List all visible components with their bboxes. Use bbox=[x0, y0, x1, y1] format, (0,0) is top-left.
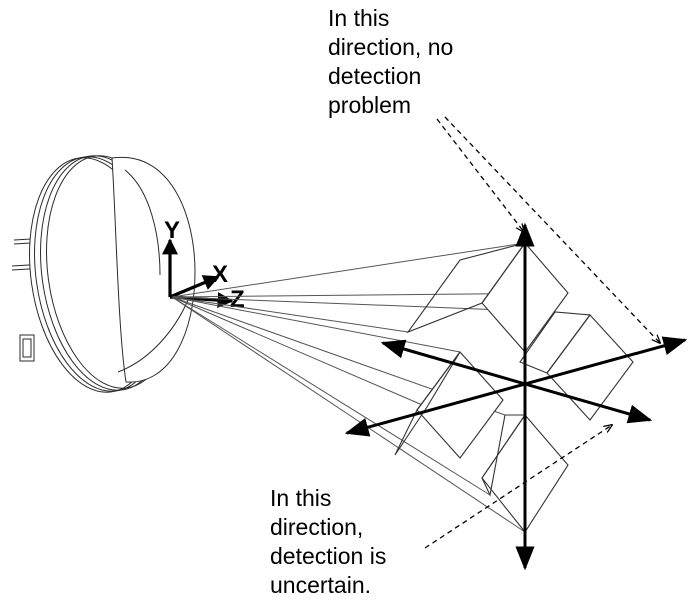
pointer-bottom-to-diagonal bbox=[424, 425, 612, 549]
pointer-top-to-axis bbox=[436, 118, 524, 232]
annotation-uncertain: In this direction, detection is uncertai… bbox=[270, 484, 386, 600]
x-axis-arrow bbox=[169, 275, 220, 299]
sensor-dome bbox=[11, 155, 196, 393]
annotation-top-line-2: direction, no bbox=[328, 34, 454, 60]
annotation-top-line-4: problem bbox=[328, 92, 412, 118]
target-axes bbox=[344, 222, 688, 571]
annotation-bottom-line-1: In this bbox=[270, 485, 332, 511]
pointer-top-to-diagonal bbox=[444, 116, 660, 343]
annotation-bottom-line-4: uncertain. bbox=[270, 572, 372, 598]
y-axis-label: Y bbox=[164, 217, 180, 244]
annotation-top-line-3: detection bbox=[328, 63, 422, 89]
annotation-bottom-line-2: direction, bbox=[270, 514, 364, 540]
diagonal-double-arrow-b bbox=[344, 336, 688, 437]
annotation-pointers bbox=[424, 116, 660, 549]
target-square-left bbox=[416, 351, 504, 459]
annotation-bottom-line-3: detection is bbox=[270, 543, 387, 569]
detection-beam bbox=[171, 242, 569, 533]
annotation-top-line-1: In this bbox=[328, 5, 390, 31]
annotation-no-problem: In this direction, no detection problem bbox=[328, 4, 453, 120]
x-axis-label: X bbox=[212, 261, 228, 288]
